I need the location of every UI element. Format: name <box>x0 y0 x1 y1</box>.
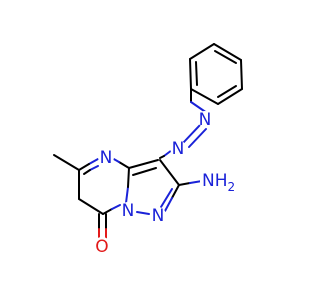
bond <box>78 198 104 215</box>
bond <box>83 169 91 175</box>
atom-labels: N N N N N NH2 O <box>93 110 235 257</box>
bond <box>127 167 130 188</box>
atom-label-n: N <box>172 139 185 159</box>
pyrazole-ring <box>125 159 180 215</box>
bond <box>89 165 99 171</box>
bond <box>159 155 165 159</box>
pyrimidinone-ring <box>78 157 130 239</box>
bond <box>189 43 215 60</box>
bond <box>159 159 180 186</box>
bond <box>53 154 80 171</box>
bond <box>136 211 150 215</box>
bond <box>214 50 237 64</box>
bond <box>217 85 237 98</box>
bond <box>240 59 243 90</box>
bond <box>178 182 191 186</box>
phenyl-ring <box>189 43 243 105</box>
bond <box>125 186 129 204</box>
structure-diagram: N N N N N NH2 O <box>53 43 243 257</box>
atom-label-n: N <box>152 206 165 226</box>
amino-bond <box>178 180 203 186</box>
bond <box>213 43 242 61</box>
atom-label-n: N <box>100 148 113 168</box>
bond <box>111 204 121 210</box>
atom-label-amine: NH2 <box>202 171 235 194</box>
bond <box>118 161 130 169</box>
bond <box>102 208 113 215</box>
bond <box>171 184 180 199</box>
bond <box>78 163 90 171</box>
bond <box>88 158 99 165</box>
bond <box>217 88 243 105</box>
bond <box>160 188 173 208</box>
atom-label-n: N <box>122 201 135 221</box>
atom-label-n: N <box>199 110 212 130</box>
bond <box>189 58 192 90</box>
bond <box>188 128 207 148</box>
bond <box>195 61 198 86</box>
bond <box>128 159 159 169</box>
atom-label-o: O <box>95 237 108 257</box>
methyl-group <box>53 154 80 171</box>
bond <box>132 167 157 176</box>
bond <box>190 88 219 105</box>
bond <box>164 197 173 212</box>
bond <box>182 124 201 144</box>
